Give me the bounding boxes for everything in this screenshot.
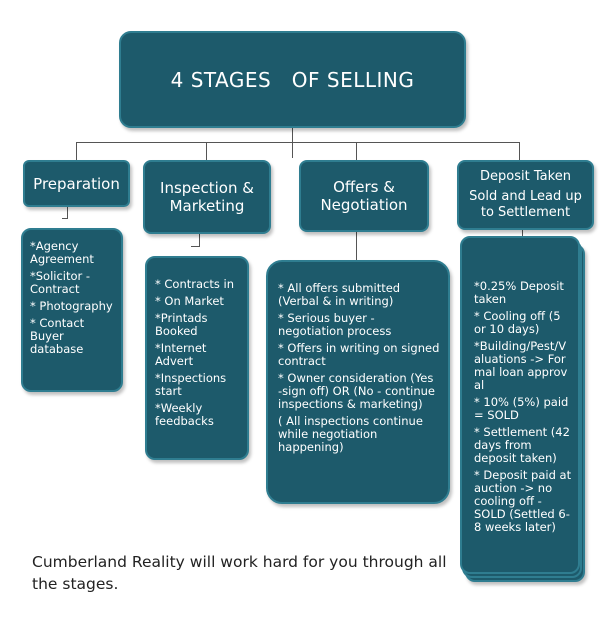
stage-1-item: *Agency Agreement bbox=[30, 239, 94, 266]
stage-4-title-line: Deposit Taken bbox=[480, 169, 571, 184]
stage-4-item: * Settlement (42 days from deposit taken… bbox=[474, 425, 570, 465]
stage-2-item: *Weekly feedbacks bbox=[155, 401, 214, 428]
stage-2-item: *Inspections start bbox=[155, 371, 227, 398]
stage-4-item: * Cooling off (5 or 10 days) bbox=[474, 309, 561, 336]
stage-4-header: Deposit Taken Sold and Lead up to Settle… bbox=[457, 160, 594, 230]
stage-1-item: * Contact Buyer database bbox=[30, 316, 85, 356]
footer-text: Cumberland Reality will work hard for yo… bbox=[32, 553, 447, 593]
stage-3-body: * All offers submitted (Verbal & in writ… bbox=[266, 260, 450, 504]
connector-stage-2-b bbox=[191, 246, 200, 247]
stage-2-item: * On Market bbox=[155, 294, 224, 308]
stage-3-item: * Serious buyer - negotiation process bbox=[278, 311, 392, 338]
stage-1-title: Preparation bbox=[33, 174, 120, 193]
stage-3-item: * Offers in writing on signed contract bbox=[278, 341, 440, 368]
stage-2-item: * Contracts in bbox=[155, 277, 235, 291]
main-title: 4 STAGES OF SELLING bbox=[170, 67, 415, 92]
stage-2-title: Inspection & Marketing bbox=[154, 179, 260, 215]
stage-4-item: *0.25% Deposit taken bbox=[474, 279, 564, 306]
stage-3-item: * Owner consideration (Yes -sign off) OR… bbox=[278, 371, 435, 411]
stage-3-item: ( All inspections continue while negotia… bbox=[278, 414, 423, 454]
connector-stage-4-a bbox=[522, 230, 523, 240]
stage-2-item: *Printads Booked bbox=[155, 311, 208, 338]
stage-3-header: Offers & Negotiation bbox=[299, 160, 429, 232]
stage-1-item: * Photography bbox=[30, 299, 113, 313]
stage-3-title: Offers & Negotiation bbox=[314, 178, 413, 214]
connector-drop-1 bbox=[76, 142, 77, 160]
stage-4-item: * 10% (5%) paid = SOLD bbox=[474, 395, 569, 422]
stage-2-title-line: Inspection & bbox=[160, 179, 254, 197]
connector-trunk bbox=[292, 128, 293, 158]
stage-4-item: * Deposit paid at auction -> no cooling … bbox=[474, 468, 572, 534]
connector-stage-2-a bbox=[199, 234, 200, 247]
stage-3-title-line: Offers & bbox=[333, 178, 395, 196]
stage-2-title-line: Marketing bbox=[169, 197, 245, 215]
stage-1-item: *Solicitor - Contract bbox=[30, 269, 91, 296]
stage-3-title-line: Negotiation bbox=[320, 196, 408, 214]
connector-stage-3-a bbox=[356, 232, 357, 260]
stage-4-title: Deposit Taken Sold and Lead up to Settle… bbox=[459, 169, 592, 221]
connector-drop-2 bbox=[206, 142, 207, 160]
stage-2-item: *Internet Advert bbox=[155, 341, 207, 368]
stage-4-item: *Building/Pest/Valuations -> Formal loan… bbox=[474, 339, 568, 392]
connector-stage-1-b bbox=[62, 218, 68, 219]
stage-2-header: Inspection & Marketing bbox=[143, 160, 271, 234]
stage-2-body: * Contracts in * On Market *Printads Boo… bbox=[145, 256, 249, 460]
connector-drop-4 bbox=[519, 142, 520, 160]
stage-1-header: Preparation bbox=[23, 160, 130, 207]
connector-horizontal bbox=[76, 142, 519, 143]
connector-drop-3 bbox=[356, 142, 357, 160]
main-title-box: 4 STAGES OF SELLING bbox=[119, 31, 466, 128]
stage-1-body: *Agency Agreement *Solicitor - Contract … bbox=[21, 228, 123, 392]
connector-stage-1-a bbox=[67, 207, 68, 219]
stage-4-title-line: Sold and Lead up to Settlement bbox=[469, 189, 582, 220]
stage-4-body: *0.25% Deposit taken * Cooling off (5 or… bbox=[460, 236, 580, 574]
stage-3-item: * All offers submitted (Verbal & in writ… bbox=[278, 281, 401, 308]
